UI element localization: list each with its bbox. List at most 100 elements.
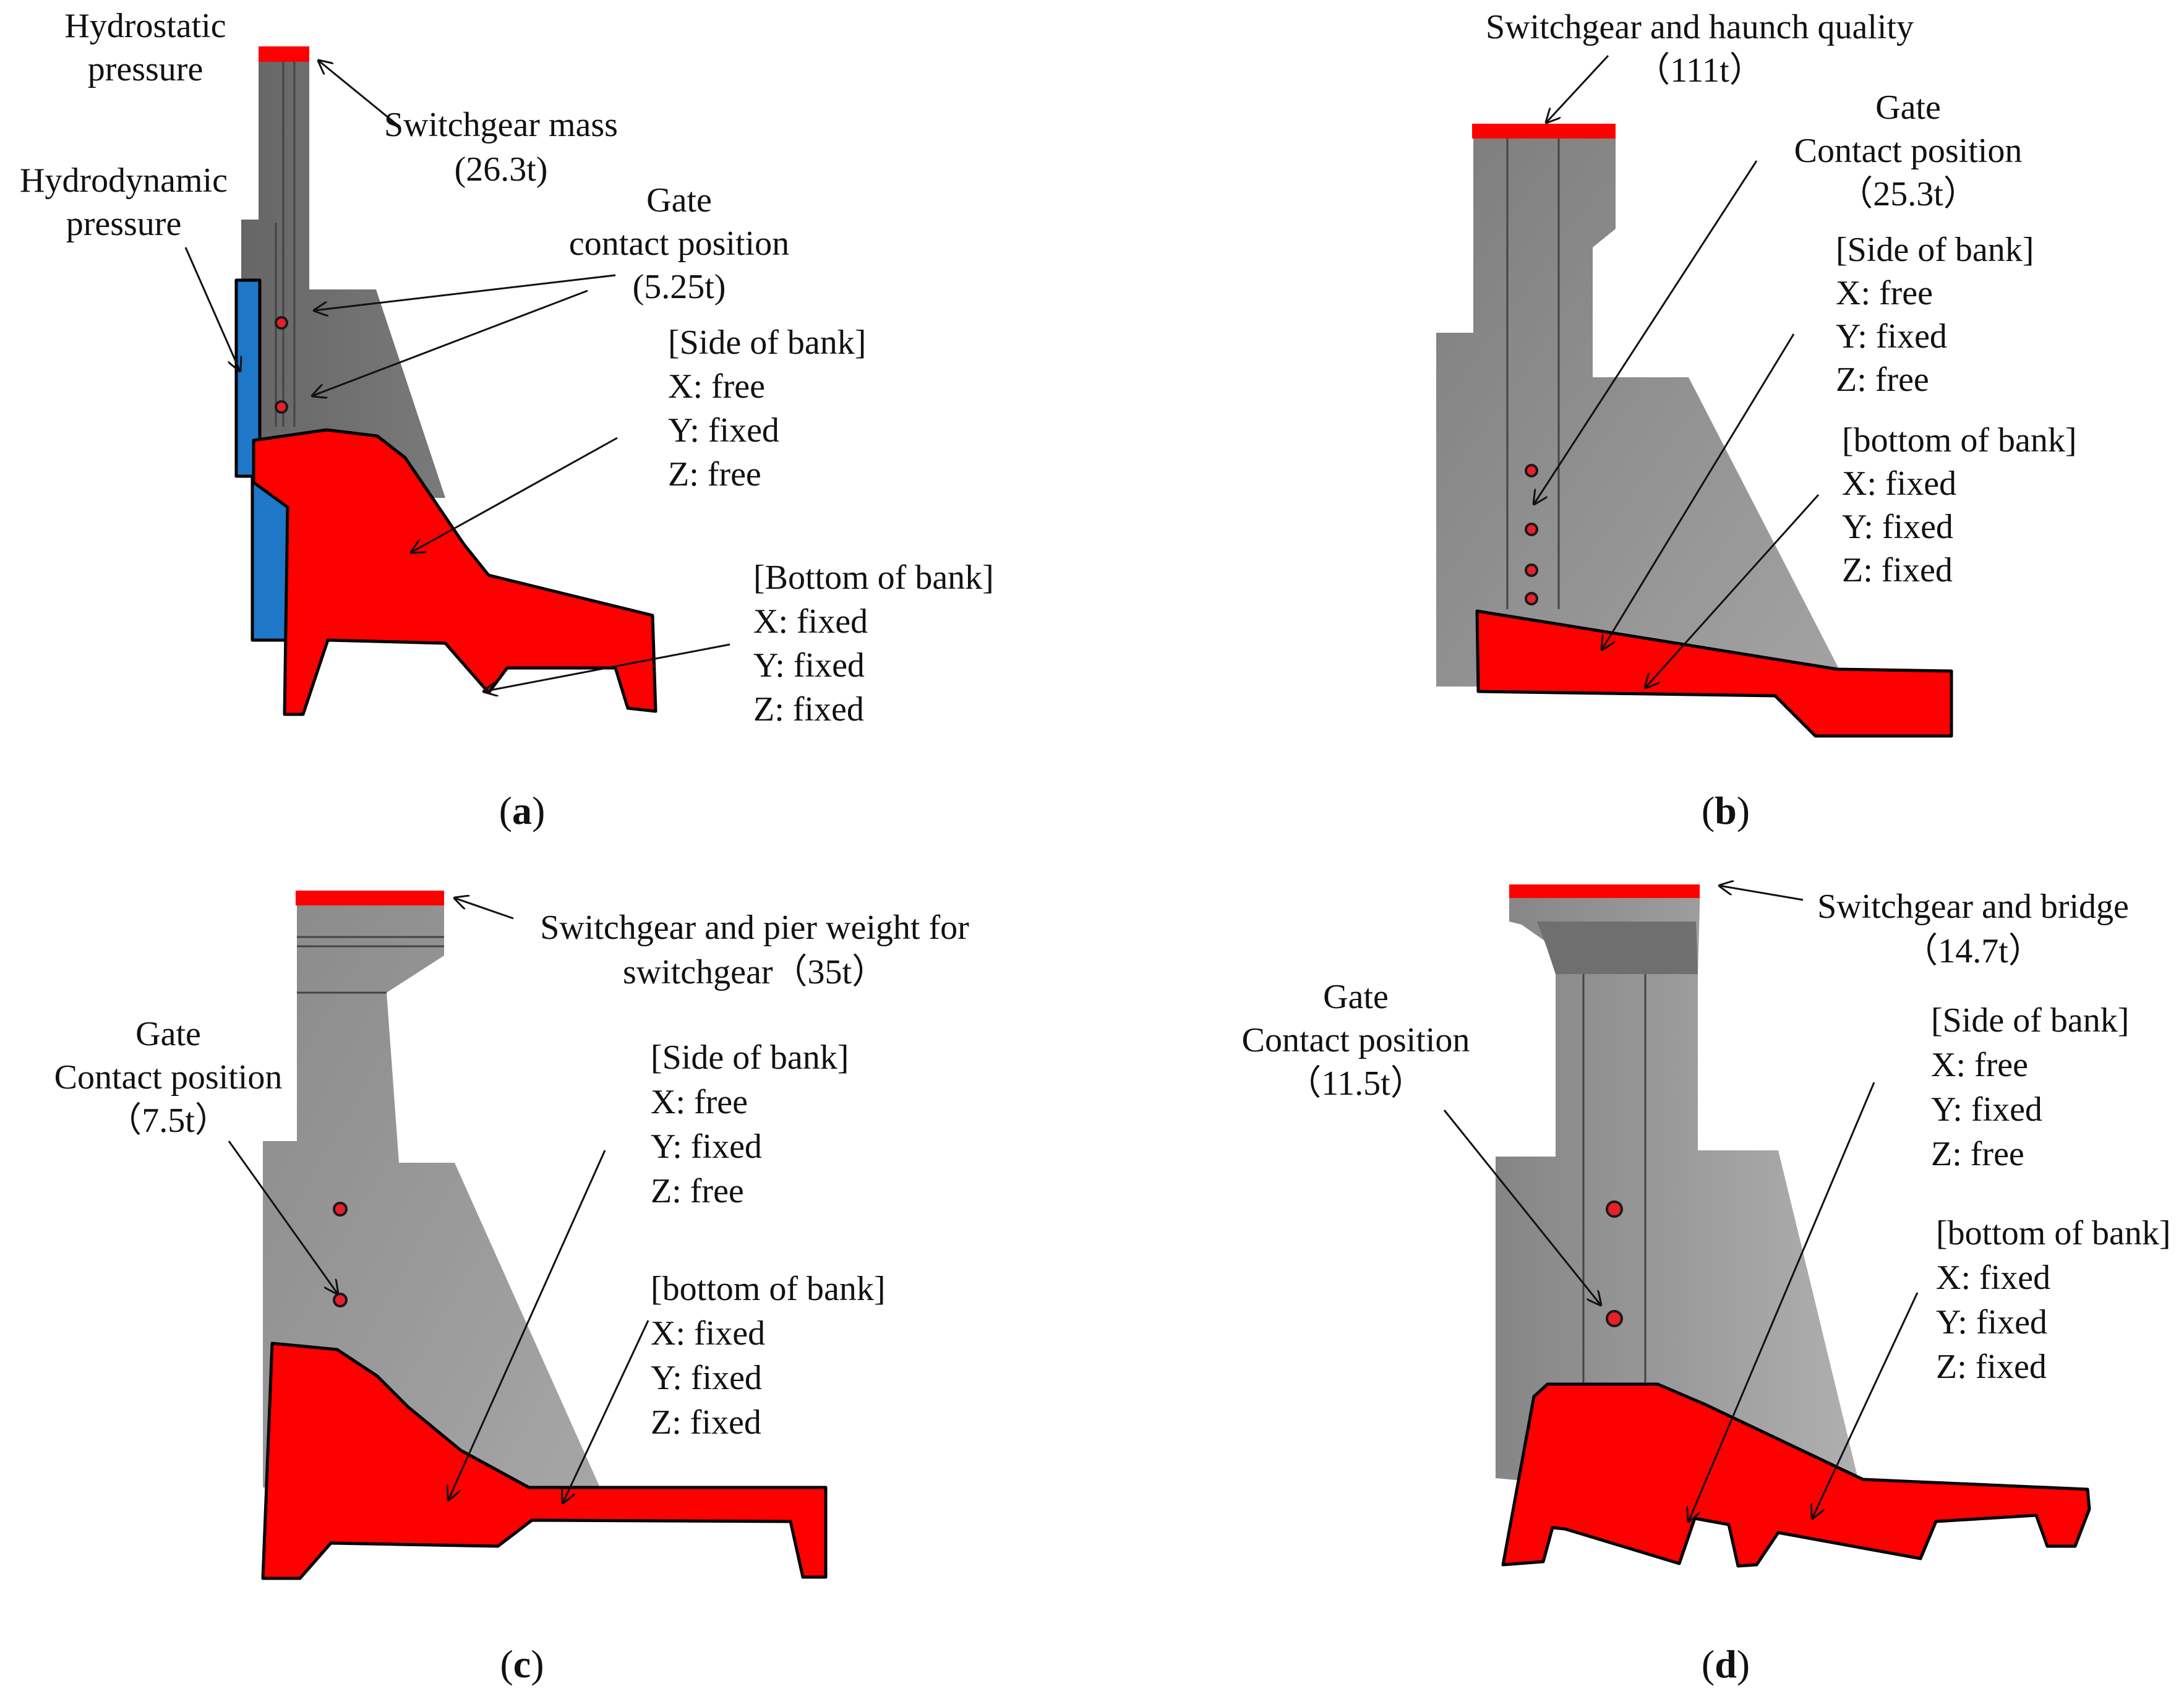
panel-c-gate-contact-point-2: [333, 1293, 348, 1307]
panel-a: Hydrostatic pressure Hydrodynamic pressu…: [20, 7, 994, 832]
panel-c-bottom-label-4: Z: fixed: [651, 1403, 761, 1442]
panel-a-switchgear-label-1: Switchgear mass: [384, 106, 618, 144]
svg-text:Y: fixed: Y: fixed: [1936, 1303, 2047, 1341]
panel-b-bottom-label-4: Z: fixed: [1842, 551, 1953, 589]
panel-a-hydrodynamic-label-1: Hydrodynamic: [20, 161, 228, 200]
panel-a-gate-label-3: (5.25t): [633, 268, 726, 306]
panel-a-hydrostatic-label-2: pressure: [88, 50, 203, 88]
svg-text:[bottom of bank]: [bottom of bank]: [1842, 421, 2076, 460]
panel-b-gate-contact-point-1: [1525, 464, 1538, 477]
panel-a-hydrodynamic-arrow: [184, 247, 240, 371]
panel-b: Switchgear and haunch quality （111t） Gat…: [1436, 8, 2076, 832]
panel-b-gate-contact-point-4: [1525, 592, 1538, 605]
svg-text:X: free: X: free: [1836, 274, 1933, 312]
svg-text:Y: fixed: Y: fixed: [753, 646, 865, 685]
svg-text:X: free: X: free: [668, 367, 765, 406]
panel-d-bottom-label-3: Y: fixed: [1936, 1303, 2047, 1341]
svg-text:Gate: Gate: [646, 181, 712, 220]
panel-c-bottom-label-1: [bottom of bank]: [651, 1270, 885, 1308]
panel-a-bottom-label-4: Z: fixed: [753, 690, 864, 729]
panel-d: Switchgear and bridge （14.7t） Gate Conta…: [1242, 884, 2170, 1686]
svg-text:X: free: X: free: [1931, 1046, 2028, 1084]
panel-b-bottom-arrow: [1645, 494, 1820, 688]
svg-text:[bottom of bank]: [bottom of bank]: [651, 1270, 885, 1308]
panel-d-gate-arrow: [1443, 1110, 1601, 1305]
svg-text:X: fixed: X: fixed: [651, 1314, 765, 1353]
panel-d-side-label-4: Z: free: [1931, 1135, 2024, 1173]
panel-d-switchgear-label-1: Switchgear and bridge: [1817, 888, 2129, 926]
panel-a-hydrostatic-arrow: [319, 61, 396, 125]
panel-a-pier-body: [241, 59, 445, 498]
svg-text:Z: free: Z: free: [1931, 1135, 2024, 1173]
panel-c-side-label-4: Z: free: [651, 1172, 744, 1210]
panel-c-bottom-label-3: Y: fixed: [651, 1359, 762, 1397]
svg-text:Z: free: Z: free: [668, 455, 761, 494]
panel-d-side-label-1: [Side of bank]: [1931, 1001, 2129, 1040]
svg-text:Hydrostatic: Hydrostatic: [64, 7, 226, 45]
svg-text:Y: fixed: Y: fixed: [668, 411, 779, 450]
svg-text:Gate: Gate: [1323, 978, 1389, 1016]
panel-d-side-label-3: Y: fixed: [1931, 1090, 2042, 1129]
panel-c-gate-label-2: Contact position: [54, 1058, 283, 1097]
svg-text:Z: fixed: Z: fixed: [1842, 551, 1953, 589]
panel-b-gate-contact-point-3: [1525, 563, 1538, 577]
svg-text:X: fixed: X: fixed: [1842, 464, 1956, 503]
panel-d-gate-label-2: Contact position: [1242, 1021, 1470, 1059]
svg-text:Switchgear and haunch quality: Switchgear and haunch quality: [1486, 8, 1914, 46]
panel-b-switchgear-label-1: Switchgear and haunch quality: [1486, 8, 1914, 46]
svg-text:[bottom of bank]: [bottom of bank]: [1936, 1214, 2170, 1252]
svg-text:Contact position: Contact position: [1794, 132, 2023, 170]
panel-c-caption: (c): [500, 1642, 544, 1686]
panel-a-side-label-2: X: free: [668, 367, 765, 406]
panel-b-side-label-1: [Side of bank]: [1836, 231, 2034, 269]
panel-c-foundation: [261, 1341, 828, 1580]
panel-d-bottom-label-1: [bottom of bank]: [1936, 1214, 2170, 1252]
panel-b-gate-label-3: （25.3t）: [1838, 175, 1978, 213]
svg-text:(26.3t): (26.3t): [455, 150, 548, 189]
panel-c-gate-contact-point-1: [333, 1202, 348, 1217]
panel-d-switchgear-load: [1509, 884, 1700, 898]
panel-d-gate-label-1: Gate: [1323, 978, 1389, 1016]
panel-d-bottom-arrow: [1812, 1292, 1919, 1518]
panel-c-switchgear-arrow: [455, 898, 514, 920]
panel-a-bottom-label-1: [Bottom of bank]: [753, 558, 994, 597]
panel-a-foundation: [252, 428, 657, 716]
svg-text:X: free: X: free: [651, 1083, 748, 1121]
panel-a-gate-label-2: contact position: [569, 225, 789, 263]
svg-text:Z: fixed: Z: fixed: [651, 1403, 761, 1442]
svg-text:Gate: Gate: [135, 1015, 201, 1053]
panel-c-gate-label-3: （7.5t）: [107, 1102, 229, 1140]
svg-text:（7.5t）: （7.5t）: [107, 1102, 229, 1140]
panel-a-switchgear-load: [259, 46, 309, 62]
panel-c-bottom-arrow: [563, 1320, 649, 1503]
panel-a-gate-arrow-1: [314, 274, 616, 310]
panel-d-gate-contact-point-2: [1606, 1310, 1623, 1327]
panel-d-gate-label-3: （11.5t）: [1287, 1064, 1424, 1103]
panel-a-caption: (a): [499, 789, 546, 832]
panel-b-gate-label-2: Contact position: [1794, 132, 2023, 170]
panel-a-hydrostatic-label-1: Hydrostatic: [64, 7, 226, 45]
svg-text:[Bottom of bank]: [Bottom of bank]: [753, 558, 994, 597]
panel-c-side-label-2: X: free: [651, 1083, 748, 1121]
panel-c-switchgear-label-1: Switchgear and pier weight for: [540, 909, 969, 947]
panel-a-hydrodynamic-label-2: pressure: [66, 205, 182, 243]
svg-text:Gate: Gate: [1875, 88, 1941, 127]
panel-d-bottom-label-2: X: fixed: [1936, 1259, 2050, 1297]
panel-b-side-label-3: Y: fixed: [1836, 317, 1947, 356]
panel-a-side-label-1: [Side of bank]: [668, 323, 866, 362]
panel-c: Switchgear and pier weight for switchgea…: [54, 891, 969, 1686]
panel-d-side-label-2: X: free: [1931, 1046, 2028, 1084]
panel-d-caption: (d): [1702, 1642, 1750, 1686]
svg-text:(5.25t): (5.25t): [633, 268, 726, 306]
svg-text:pressure: pressure: [88, 50, 203, 88]
panel-a-side-label-3: Y: fixed: [668, 411, 779, 450]
panel-d-switchgear-arrow: [1719, 886, 1804, 901]
svg-text:Contact position: Contact position: [54, 1058, 283, 1097]
panel-c-gate-label-1: Gate: [135, 1015, 201, 1053]
svg-text:[Side of bank]: [Side of bank]: [668, 323, 866, 362]
panel-c-pier-body: [263, 896, 600, 1487]
panel-a-gate-label-1: Gate: [646, 181, 712, 220]
svg-text:Z: free: Z: free: [1836, 361, 1929, 399]
svg-text:Z: fixed: Z: fixed: [1936, 1348, 2047, 1386]
svg-text:Hydrodynamic: Hydrodynamic: [20, 161, 228, 200]
